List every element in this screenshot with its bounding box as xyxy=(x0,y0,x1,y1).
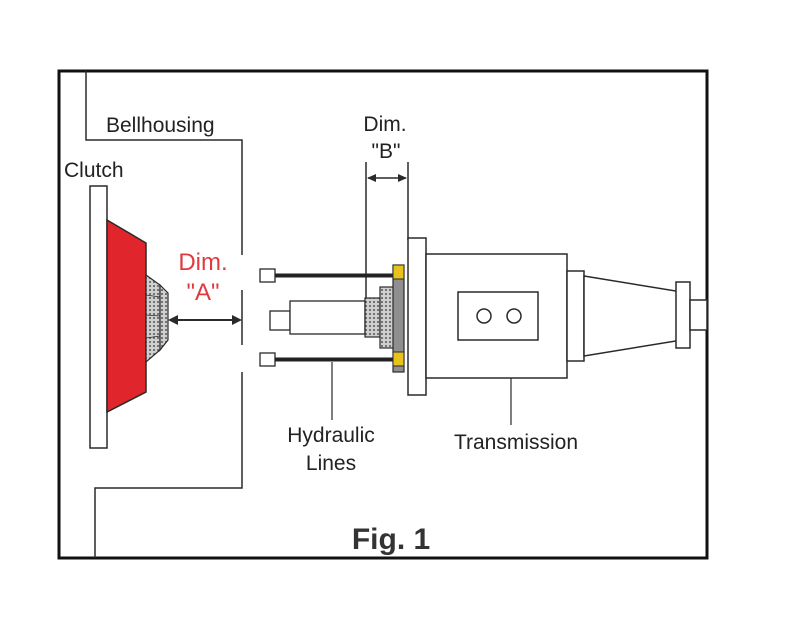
hydraulic-lines xyxy=(259,268,393,367)
dim-a-arrow xyxy=(168,315,242,325)
clutch-plate xyxy=(89,185,108,449)
figure-caption: Fig. 1 xyxy=(352,523,430,556)
dim-a-label-line2: "A" xyxy=(186,279,219,306)
dim-b-label-line2: "B" xyxy=(372,140,401,163)
clutch-label: Clutch xyxy=(64,159,124,182)
dim-b-label-line1: Dim. xyxy=(363,113,406,136)
transmission-label: Transmission xyxy=(454,431,578,454)
bellhousing-label: Bellhousing xyxy=(106,114,215,137)
bellhousing-outline xyxy=(85,71,243,558)
throwout-bearing xyxy=(145,273,169,364)
hydraulic-release-bearing xyxy=(269,264,405,373)
dim-a-label-line1: Dim. xyxy=(178,249,227,276)
hydraulic-lines-label-line2: Lines xyxy=(306,452,356,475)
hydraulic-lines-label-line1: Hydraulic xyxy=(287,424,375,447)
transmission xyxy=(407,237,708,396)
clutch-pressure-plate xyxy=(106,218,147,414)
